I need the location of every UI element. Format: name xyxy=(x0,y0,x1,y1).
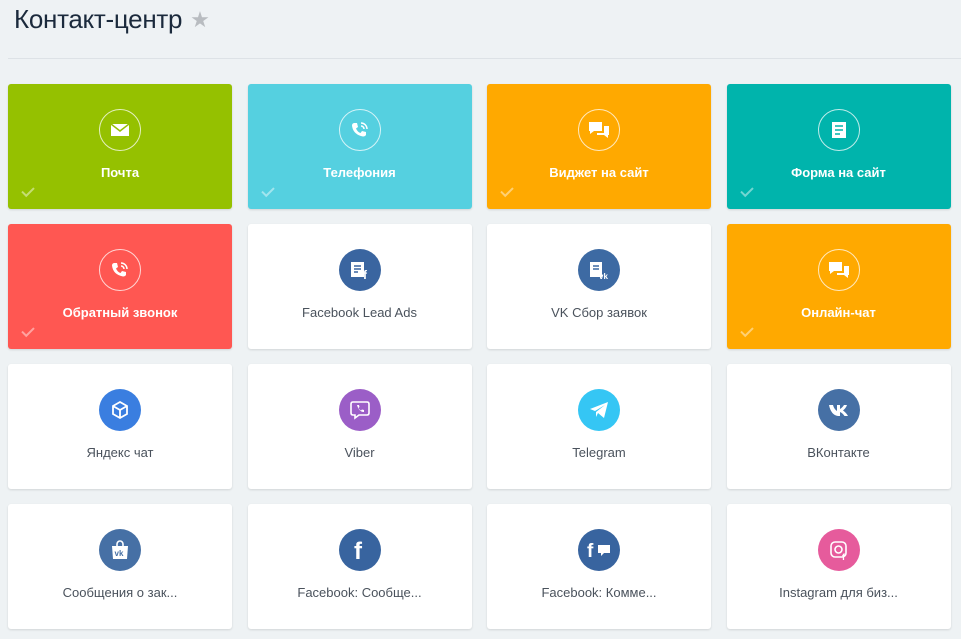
channel-card-label: Яндекс чат xyxy=(86,445,154,460)
instagram-icon: f xyxy=(817,529,860,571)
channel-card-label: Facebook: Сообще... xyxy=(297,585,422,600)
yandex-chat-icon xyxy=(99,389,141,431)
connected-check-icon xyxy=(260,183,275,198)
vk-leads-icon: vk xyxy=(578,249,620,291)
connected-check-icon xyxy=(739,323,754,338)
channel-card-label: Telegram xyxy=(572,445,626,460)
page-title: Контакт-центр ★ xyxy=(14,4,210,35)
viber-icon xyxy=(338,389,381,431)
phone-icon xyxy=(338,109,381,151)
channel-card-label: VK Сбор заявок xyxy=(551,305,647,320)
channel-card[interactable]: Виджет на сайт xyxy=(487,84,711,209)
channel-card-label: Обратный звонок xyxy=(62,305,178,320)
channel-card[interactable]: Онлайн-чат xyxy=(726,224,951,349)
vk-icon xyxy=(817,389,860,431)
svg-text:vk: vk xyxy=(599,272,608,280)
channel-card[interactable]: vk VK Сбор заявок xyxy=(487,224,711,349)
connected-check-icon xyxy=(739,183,754,198)
callback-icon xyxy=(99,249,141,291)
channel-card[interactable]: Viber xyxy=(247,364,472,489)
channel-card-label: Почта xyxy=(100,165,140,180)
channel-card[interactable]: Обратный звонок xyxy=(8,224,232,349)
channel-card-label: Viber xyxy=(344,445,375,460)
connected-check-icon xyxy=(21,323,35,338)
channel-card[interactable]: Telegram xyxy=(487,364,711,489)
form-icon xyxy=(817,109,860,151)
facebook-comments-icon: f xyxy=(578,529,620,571)
channel-card-label: Телефония xyxy=(323,165,396,180)
channel-card-label: Instagram для биз... xyxy=(779,585,898,600)
favorite-star-icon[interactable]: ★ xyxy=(190,6,210,32)
channel-card-label: ВКонтакте xyxy=(807,445,870,460)
facebook-icon: f xyxy=(338,529,381,571)
svg-text:f: f xyxy=(842,552,846,561)
mail-icon xyxy=(99,109,141,151)
svg-text:vk: vk xyxy=(115,549,124,558)
channel-card[interactable]: Телефония xyxy=(247,84,472,209)
svg-text:f: f xyxy=(587,541,594,561)
channel-card[interactable]: Почта xyxy=(8,84,232,209)
chat-bubbles-icon xyxy=(817,249,860,291)
channel-card-label: Форма на сайт xyxy=(791,165,886,180)
channel-card-label: Онлайн-чат xyxy=(801,305,876,320)
channel-card-label: Виджет на сайт xyxy=(549,165,649,180)
channel-card-label: Facebook: Комме... xyxy=(541,585,657,600)
connected-check-icon xyxy=(21,183,35,198)
vk-shop-icon: vk xyxy=(99,529,141,571)
svg-text:f: f xyxy=(363,268,368,280)
channel-card-label: Сообщения о зак... xyxy=(62,585,178,600)
channels-grid: Почта Телефония Виджет на сайт Форма на сай… xyxy=(8,84,951,629)
connected-check-icon xyxy=(500,183,514,198)
page-title-text: Контакт-центр xyxy=(14,4,183,34)
divider xyxy=(8,58,961,59)
channel-card[interactable]: ВКонтакте xyxy=(726,364,951,489)
channel-card[interactable]: Форма на сайт xyxy=(726,84,951,209)
channel-card-label: Facebook Lead Ads xyxy=(302,305,417,320)
chat-bubbles-icon xyxy=(578,109,620,151)
channel-card[interactable]: Яндекс чат xyxy=(8,364,232,489)
svg-text:f: f xyxy=(354,538,363,562)
facebook-lead-ads-icon: f xyxy=(338,249,381,291)
telegram-icon xyxy=(578,389,620,431)
